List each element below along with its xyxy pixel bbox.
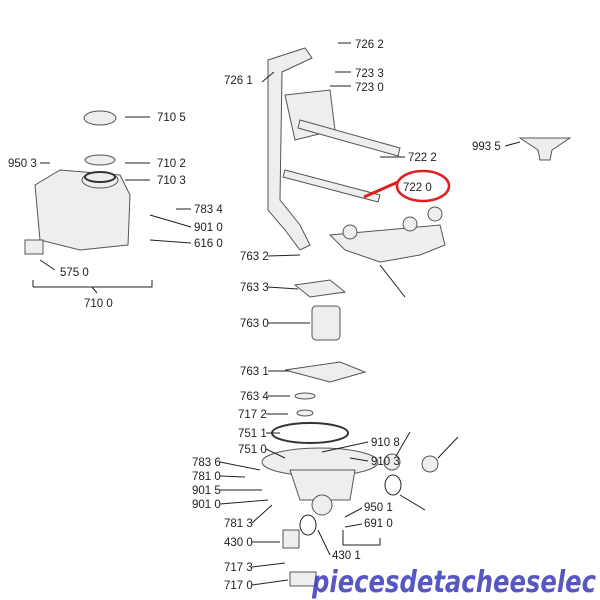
- part-label[interactable]: 430 0: [224, 537, 253, 549]
- part-label[interactable]: 783 4: [194, 204, 223, 216]
- part-label[interactable]: 717 0: [224, 580, 253, 592]
- upper-spray-arm: [282, 119, 401, 203]
- part-label[interactable]: 723 0: [355, 82, 384, 94]
- part-label[interactable]: 751 1: [238, 428, 267, 440]
- funnel-part: [518, 137, 572, 161]
- highlighted-part-label[interactable]: 722 0: [403, 182, 432, 194]
- part-label[interactable]: 710 5: [157, 112, 186, 124]
- part-label[interactable]: 726 1: [224, 75, 253, 87]
- filter-parts: [271, 279, 367, 444]
- part-label[interactable]: 901 0: [194, 222, 223, 234]
- part-label[interactable]: 575 0: [60, 267, 89, 279]
- part-label[interactable]: 710 2: [157, 158, 186, 170]
- part-label[interactable]: 910 3: [371, 456, 400, 468]
- lower-spray-arm: [328, 206, 446, 298]
- part-label[interactable]: 950 3: [8, 158, 37, 170]
- part-label[interactable]: 910 8: [371, 437, 400, 449]
- part-label[interactable]: 901 5: [192, 485, 221, 497]
- part-label[interactable]: 726 2: [355, 39, 384, 51]
- part-label[interactable]: 691 0: [364, 518, 393, 530]
- sump-assembly: [261, 431, 459, 587]
- part-label[interactable]: 950 1: [364, 502, 393, 514]
- part-label[interactable]: 751 0: [238, 444, 267, 456]
- part-label[interactable]: 616 0: [194, 238, 223, 250]
- part-label[interactable]: 781 0: [192, 471, 221, 483]
- highlight-circle: [395, 169, 451, 203]
- part-label[interactable]: 763 4: [240, 391, 269, 403]
- watermark: piecesdetacheeselec: [311, 565, 596, 600]
- part-label[interactable]: 717 3: [224, 562, 253, 574]
- part-label[interactable]: 722 2: [408, 152, 437, 164]
- part-label[interactable]: 763 1: [240, 366, 269, 378]
- leader-lines: [39, 42, 521, 586]
- salt-container: [24, 110, 153, 294]
- part-label[interactable]: 783 6: [192, 457, 221, 469]
- part-label[interactable]: 710 0: [84, 298, 113, 310]
- part-label[interactable]: 763 2: [240, 251, 269, 263]
- part-label[interactable]: 717 2: [238, 409, 267, 421]
- part-label[interactable]: 430 1: [332, 550, 361, 562]
- part-label[interactable]: 901 0: [192, 499, 221, 511]
- spray-arm-supply-tube: [267, 47, 336, 251]
- part-label[interactable]: 723 3: [355, 68, 384, 80]
- part-label[interactable]: 710 3: [157, 175, 186, 187]
- part-label[interactable]: 763 0: [240, 318, 269, 330]
- part-label[interactable]: 763 3: [240, 282, 269, 294]
- part-label[interactable]: 781 3: [224, 518, 253, 530]
- part-label[interactable]: 993 5: [472, 141, 501, 153]
